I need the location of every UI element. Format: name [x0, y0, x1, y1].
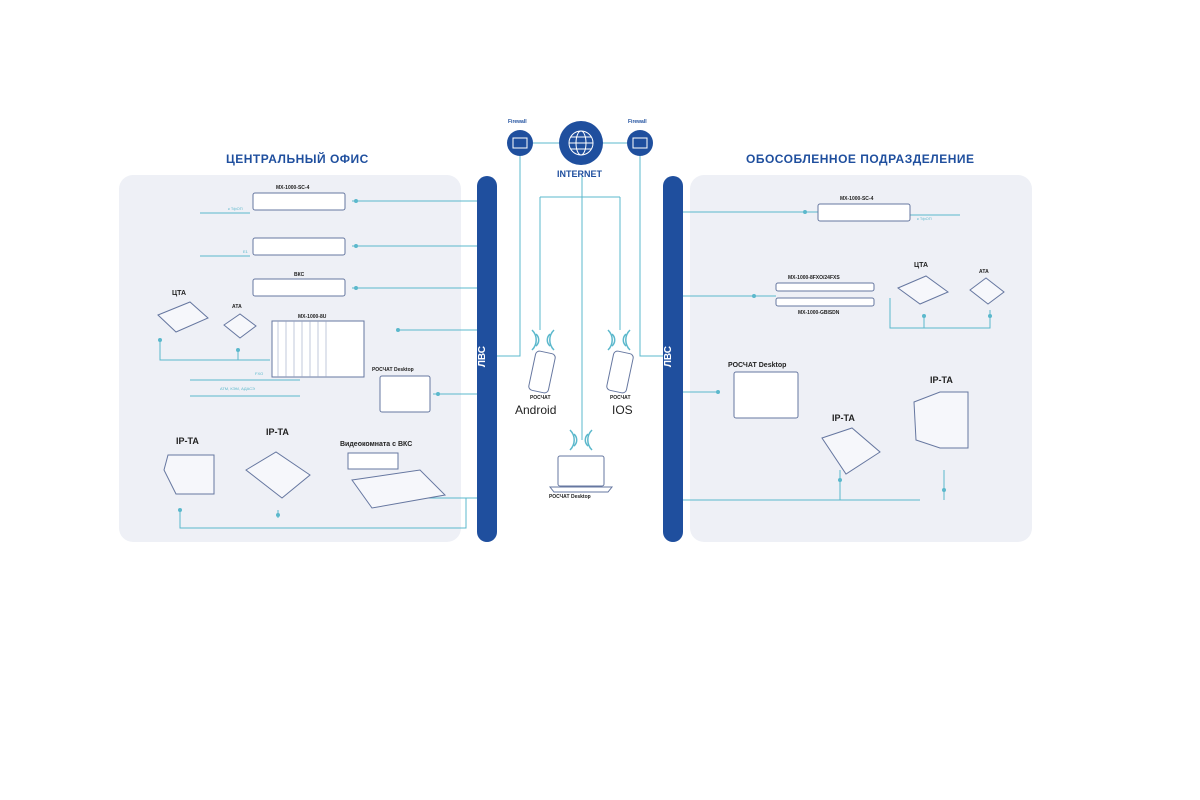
branch-office-panel	[690, 175, 1032, 542]
pstn-link-label: к ТфОП	[228, 206, 243, 211]
branch-ip-phone-2-icon	[913, 391, 969, 449]
lan-bus-right: ЛВС	[663, 176, 683, 542]
ata-phone-icon	[223, 313, 257, 339]
gateway-isdn-device	[775, 297, 875, 307]
laptop-screen	[557, 455, 605, 487]
android-app-label: РОСЧАТ	[530, 395, 551, 401]
gateway-sc4-branch-device	[817, 203, 911, 222]
gateway-isdn-label: MX-1000-GBISDN	[798, 310, 840, 316]
internet-label: INTERNET	[557, 169, 602, 179]
cta-phone-icon	[157, 301, 209, 333]
ios-os-label: IOS	[612, 403, 633, 417]
branch-cta-label: ЦТА	[914, 262, 929, 269]
branch-ata-label: АТА	[979, 269, 989, 275]
branch-pstn-link-label: к ТфОП	[917, 216, 932, 221]
wifi-icon-android	[531, 329, 555, 351]
lan-bus-left: ЛВС	[477, 176, 497, 542]
laptop-base	[548, 486, 614, 493]
branch-ip-phone-2-label: IP-ТА	[930, 375, 953, 385]
central-office-title: ЦЕНТРАЛЬНЫЙ ОФИС	[226, 152, 369, 166]
ip-phone-1-icon	[163, 454, 215, 495]
pbx-label: MX-1000-8U	[298, 314, 327, 320]
fxo-link-label: FXO	[255, 371, 264, 376]
firewall-left-label: Firewall	[508, 119, 527, 125]
gateway-sc4-device	[252, 192, 346, 211]
firewall-right-icon	[627, 130, 653, 156]
wifi-icon-laptop	[569, 429, 593, 451]
ios-app-label: РОСЧАТ	[610, 395, 631, 401]
central-desktop-monitor	[379, 375, 431, 413]
e1-link-label: E1	[243, 249, 248, 254]
branch-office-title: ОБОСОБЛЕННОЕ ПОДРАЗДЕЛЕНИЕ	[746, 152, 975, 166]
branch-ata-phone-icon	[969, 277, 1005, 305]
globe-icon	[559, 121, 603, 165]
branch-desktop-monitor	[733, 371, 799, 419]
android-os-label: Android	[515, 403, 557, 417]
branch-gateway-sc4-label: MX-1000-SC-4	[840, 196, 874, 202]
services-link-label: АТМ, КЭМ, АДАСЭ	[220, 386, 255, 391]
vks-label: ВКС	[294, 272, 305, 278]
ip-phone-1-label: IP-ТА	[176, 436, 199, 446]
wifi-icon-ios	[607, 329, 631, 351]
connection-dots	[158, 199, 992, 517]
lan-label-left: ЛВС	[477, 346, 488, 368]
ip-phone-2-icon	[245, 451, 311, 499]
video-screen	[347, 452, 399, 470]
android-phone	[528, 350, 556, 394]
branch-cta-phone-icon	[896, 275, 950, 305]
branch-ip-phone-1-icon	[821, 427, 881, 475]
firewall-right-label: Firewall	[628, 119, 647, 125]
ios-phone	[606, 350, 634, 394]
ata-label: АТА	[232, 304, 242, 310]
gateway-fxs-device	[775, 282, 875, 292]
lan-label-right: ЛВС	[663, 346, 674, 368]
ip-phone-2-label: IP-ТА	[266, 427, 289, 437]
gateway-sc4-label: MX-1000-SC-4	[276, 185, 310, 191]
branch-desktop-label: РОСЧАТ Desktop	[728, 362, 787, 369]
cta-label: ЦТА	[172, 290, 187, 297]
vks-device	[252, 278, 346, 297]
central-desktop-label: РОСЧАТ Desktop	[372, 367, 414, 373]
branch-ip-phone-1-label: IP-ТА	[832, 413, 855, 423]
gateway-fxs-label: MX-1000-8FXO/24FXS	[788, 275, 840, 281]
video-table-icon	[351, 469, 447, 509]
firewall-left-icon	[507, 130, 533, 156]
video-room-label: Видеокомната с ВКС	[340, 441, 413, 448]
laptop-label: РОСЧАТ Desktop	[549, 494, 591, 500]
gateway-e1-device	[252, 237, 346, 256]
